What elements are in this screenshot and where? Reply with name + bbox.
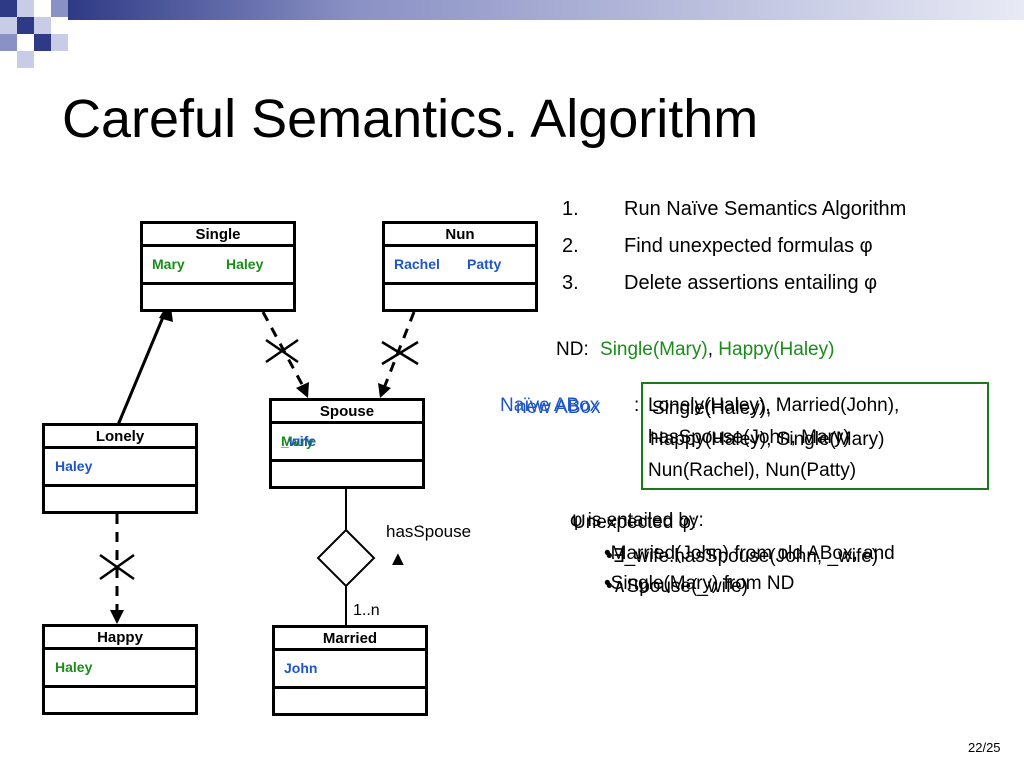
- class-name: Married: [275, 628, 425, 651]
- corner-square: [0, 17, 17, 34]
- class-lonely: Lonely Haley: [42, 423, 198, 514]
- class-instances: Haley: [45, 650, 195, 688]
- abox-assertions: Nun(Rachel), Nun(Patty): [648, 460, 857, 481]
- abox-label: new ABox: [516, 397, 601, 418]
- corner-square: [51, 34, 68, 51]
- corner-square: [17, 17, 34, 34]
- corner-square: [34, 34, 51, 51]
- class-happy: Happy Haley: [42, 624, 198, 715]
- nd-separator: ,: [707, 339, 713, 360]
- class-married: Married John: [272, 625, 428, 716]
- nd-label: ND:: [556, 339, 589, 360]
- abox-assertions: Single(Haley),: [652, 398, 772, 419]
- cross-mark: [381, 340, 419, 366]
- class-name: Lonely: [45, 426, 195, 449]
- arrowhead: [110, 610, 124, 624]
- abox-label: Naïve ABox: [500, 395, 600, 416]
- corner-square: [17, 0, 34, 17]
- step-text: Find unexpected formulas φ: [624, 235, 873, 257]
- arrowhead: [378, 383, 391, 398]
- unexpected-heading: φ is entailed by:: [570, 510, 704, 531]
- unexpected-item: •Single(Mary) from ND: [604, 573, 795, 594]
- instance-label: Patty: [467, 256, 502, 272]
- step-item: 2. Find unexpected formulas φ: [562, 235, 873, 258]
- step-item: 1. Run Naïve Semantics Algorithm: [562, 198, 906, 221]
- class-instances: Mary Haley: [143, 247, 293, 285]
- class-name: Happy: [45, 627, 195, 650]
- association-direction-arrow: ▲: [388, 548, 408, 570]
- unexpected-heading: Unexpected φ:: [572, 512, 697, 533]
- instance-label: Haley: [55, 458, 93, 474]
- class-name: Spouse: [272, 401, 422, 424]
- corner-square: [0, 34, 17, 51]
- class-name: Single: [143, 224, 293, 247]
- abox-assertions: Happy(Haley), Single(Mary): [650, 429, 885, 450]
- corner-square: [34, 0, 51, 17]
- instance-label: Rachel: [394, 256, 440, 272]
- cross-mark: [265, 338, 299, 364]
- step-item: 3. Delete assertions entailing φ: [562, 272, 877, 295]
- cross-mark: [99, 553, 135, 581]
- step-text: Delete assertions entailing φ: [624, 272, 878, 294]
- lonely-to-single-arrow: [116, 309, 168, 426]
- corner-square: [34, 17, 51, 34]
- corner-band: [68, 0, 1024, 20]
- nun-to-spouse-dashed-arrow: [382, 311, 416, 389]
- step-number: 2.: [562, 235, 579, 257]
- nd-formula: Happy(Haley): [718, 339, 835, 360]
- step-text: Run Naïve Semantics Algorithm: [624, 198, 907, 220]
- class-instances: John: [275, 651, 425, 689]
- class-single: Single Mary Haley: [140, 221, 296, 312]
- class-instances: Haley: [45, 449, 195, 487]
- step-number: 3.: [562, 272, 579, 294]
- abox-colon: :: [634, 395, 640, 416]
- abox-frame: [641, 382, 989, 490]
- corner-square: [17, 51, 34, 68]
- class-spouse: Spouse Mary _wife: [269, 398, 425, 489]
- corner-square: [51, 0, 68, 17]
- class-nun: Nun Rachel Patty: [382, 221, 538, 312]
- unexpected-item: •∃_wife.hasSpouse(John, _wife): [606, 546, 879, 567]
- nd-line: ND: Single(Mary), Happy(Haley): [556, 339, 834, 361]
- slide-title: Careful Semantics. Algorithm: [62, 89, 759, 149]
- class-instances: Rachel Patty: [385, 247, 535, 285]
- arrowhead: [296, 382, 309, 398]
- class-name: Nun: [385, 224, 535, 247]
- unexpected-item: •Married(John) from old ABox, and: [604, 543, 895, 564]
- instance-label: Mary: [281, 433, 314, 449]
- page-number: 22/25: [968, 740, 1001, 755]
- instance-label: Haley: [55, 659, 93, 675]
- class-instances: Mary _wife: [272, 424, 422, 462]
- multiplicity-label: 1..n: [353, 602, 380, 619]
- corner-square: [0, 0, 17, 17]
- association-name: hasSpouse: [386, 522, 472, 541]
- instance-label: John: [284, 660, 318, 676]
- instance-label: _wife: [281, 433, 317, 449]
- step-number: 1.: [562, 198, 579, 220]
- aggregation-diamond: [316, 528, 376, 588]
- unexpected-item: •∧Spouse(_wife): [606, 576, 749, 597]
- nd-formula: Single(Mary): [600, 339, 708, 360]
- instance-label: Mary: [152, 256, 185, 272]
- abox-assertions: hasSpouse(John, Mary): [648, 427, 850, 448]
- instance-label: Haley: [226, 256, 264, 272]
- abox-assertions: Lonely(Haley), Married(John),: [648, 395, 900, 416]
